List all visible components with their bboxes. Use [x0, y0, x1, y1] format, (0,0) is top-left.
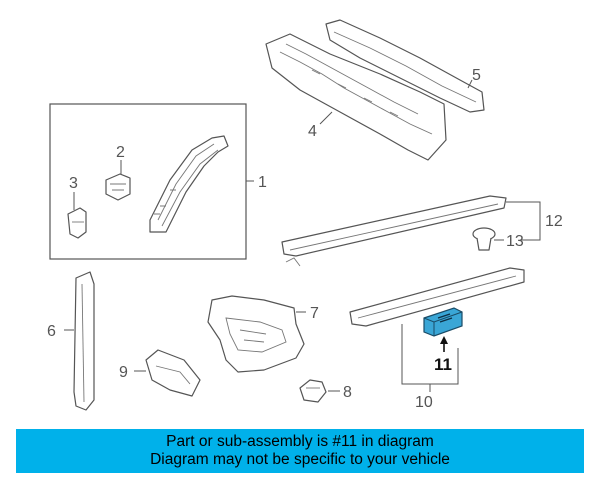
part-6-pillar-garnish[interactable]	[73, 271, 95, 411]
part-3-bracket[interactable]	[67, 207, 87, 239]
callout-8[interactable]: 8	[343, 384, 352, 401]
callout-1[interactable]: 1	[258, 174, 267, 191]
callout-6[interactable]: 6	[47, 323, 56, 340]
part-1-pillar-trim[interactable]	[149, 135, 229, 233]
part-10-scuff-plate[interactable]	[349, 267, 525, 327]
banner-line-1: Part or sub-assembly is #11 in diagram	[166, 433, 434, 450]
info-banner: Part or sub-assembly is #11 in diagram D…	[16, 429, 584, 473]
callout-10[interactable]: 10	[415, 394, 433, 411]
callout-3[interactable]: 3	[69, 175, 78, 192]
callout-13[interactable]: 13	[506, 233, 524, 250]
part-5-roof-strip[interactable]	[325, 19, 485, 113]
part-13-clip[interactable]	[472, 227, 496, 251]
part-12-sill-molding[interactable]	[281, 195, 507, 267]
part-4-reinforcement[interactable]	[265, 33, 447, 161]
callout-4-leader	[319, 111, 333, 125]
callout-9[interactable]: 9	[119, 364, 128, 381]
callout-5[interactable]: 5	[472, 67, 481, 84]
part-7-inner-panel[interactable]	[207, 295, 305, 373]
callout-4[interactable]: 4	[308, 123, 317, 140]
callout-11-arrow	[440, 336, 448, 344]
part-8-cap[interactable]	[299, 379, 327, 403]
callout-7[interactable]: 7	[310, 305, 319, 322]
part-9-bracket[interactable]	[145, 349, 201, 397]
callout-5-leader	[467, 79, 473, 89]
part-11-clip-highlighted[interactable]	[423, 307, 463, 337]
callout-2[interactable]: 2	[116, 144, 125, 161]
part-2-clip[interactable]	[105, 173, 131, 201]
callout-12[interactable]: 12	[545, 213, 563, 230]
callout-12-bracket	[506, 201, 541, 241]
callout-11[interactable]: 11	[434, 355, 452, 374]
banner-line-2: Diagram may not be specific to your vehi…	[150, 451, 450, 468]
parts-diagram: 1 2 3 4 5 12	[47, 19, 563, 411]
